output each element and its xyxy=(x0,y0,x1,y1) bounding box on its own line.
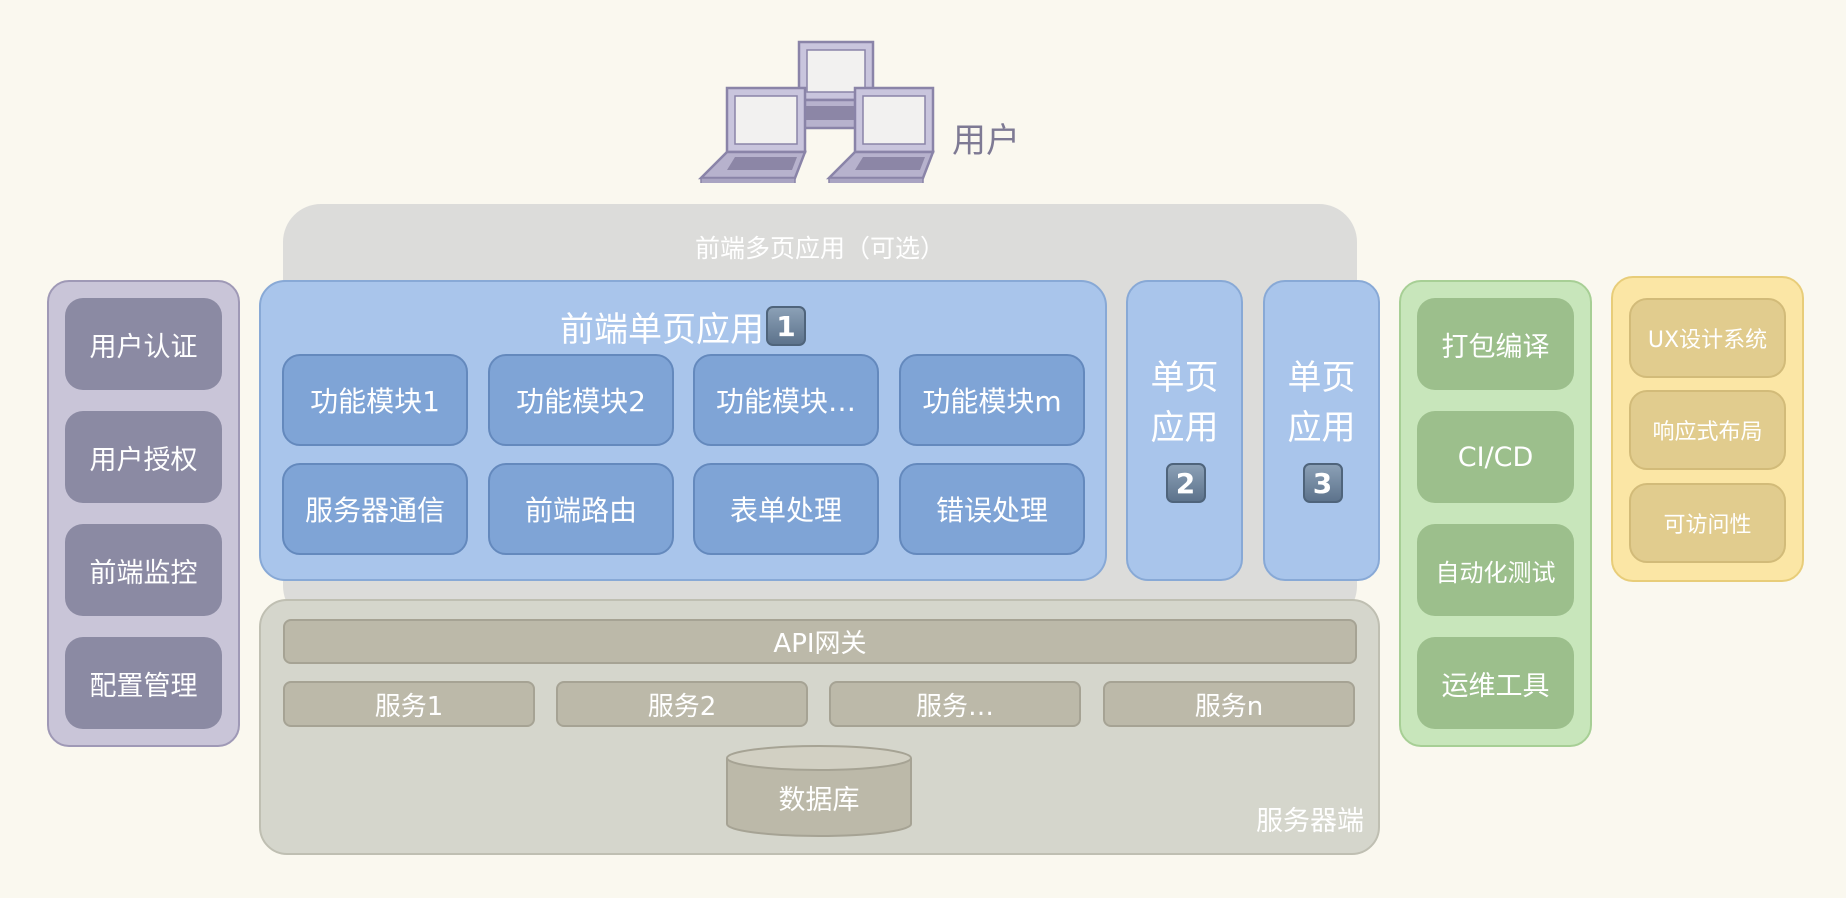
ops-item-cicd: CI/CD xyxy=(1417,411,1574,503)
spa-2-badge-wrap: 2 xyxy=(1126,461,1243,505)
multi-page-app-label: 前端多页应用（可选） xyxy=(694,234,945,263)
spa-3-line1: 单页 xyxy=(1287,358,1356,398)
service-2: 服务2 xyxy=(556,681,808,727)
service-n: 服务n xyxy=(1103,681,1355,727)
ux-item-responsive-layout: 响应式布局 xyxy=(1629,390,1786,470)
database-label: 数据库 xyxy=(778,784,860,816)
spa-3-panel xyxy=(1263,280,1380,581)
user-label: 用户 xyxy=(952,120,1020,161)
left-item-user-auth: 用户认证 xyxy=(65,298,222,390)
server-label: 服务器端 xyxy=(1256,805,1364,837)
spa-3-badge-wrap: 3 xyxy=(1263,461,1380,505)
module-frontend-routing: 前端路由 xyxy=(488,463,674,555)
main-spa-title: 前端单页应用 1 xyxy=(259,298,1107,354)
database-icon xyxy=(726,745,912,837)
badge-2: 2 xyxy=(1165,463,1206,503)
left-item-frontend-monitoring: 前端监控 xyxy=(65,524,222,616)
ux-item-accessibility: 可访问性 xyxy=(1629,483,1786,563)
module-2: 功能模块2 xyxy=(488,354,674,446)
badge-1: 1 xyxy=(766,306,806,346)
left-item-user-authorization: 用户授权 xyxy=(65,411,222,503)
service-ellipsis: 服务… xyxy=(829,681,1081,727)
ops-item-automated-testing: 自动化测试 xyxy=(1417,524,1574,616)
module-1: 功能模块1 xyxy=(282,354,468,446)
ux-item-design-system: UX设计系统 xyxy=(1629,298,1786,378)
spa-2-line1: 单页 xyxy=(1150,358,1219,398)
service-1: 服务1 xyxy=(283,681,535,727)
module-error-handling: 错误处理 xyxy=(899,463,1085,555)
spa-2-line2: 应用 xyxy=(1150,408,1219,448)
api-gateway: API网关 xyxy=(283,619,1357,664)
ops-item-ops-tools: 运维工具 xyxy=(1417,637,1574,729)
spa-3-line2: 应用 xyxy=(1287,408,1356,448)
spa-2-panel xyxy=(1126,280,1243,581)
module-m: 功能模块m xyxy=(899,354,1085,446)
badge-3: 3 xyxy=(1302,463,1343,503)
module-ellipsis: 功能模块… xyxy=(693,354,879,446)
main-spa-title-text: 前端单页应用 xyxy=(560,309,764,350)
left-item-config-management: 配置管理 xyxy=(65,637,222,729)
ops-item-build: 打包编译 xyxy=(1417,298,1574,390)
module-form-handling: 表单处理 xyxy=(693,463,879,555)
module-server-communication: 服务器通信 xyxy=(282,463,468,555)
laptops-icon xyxy=(697,40,935,183)
